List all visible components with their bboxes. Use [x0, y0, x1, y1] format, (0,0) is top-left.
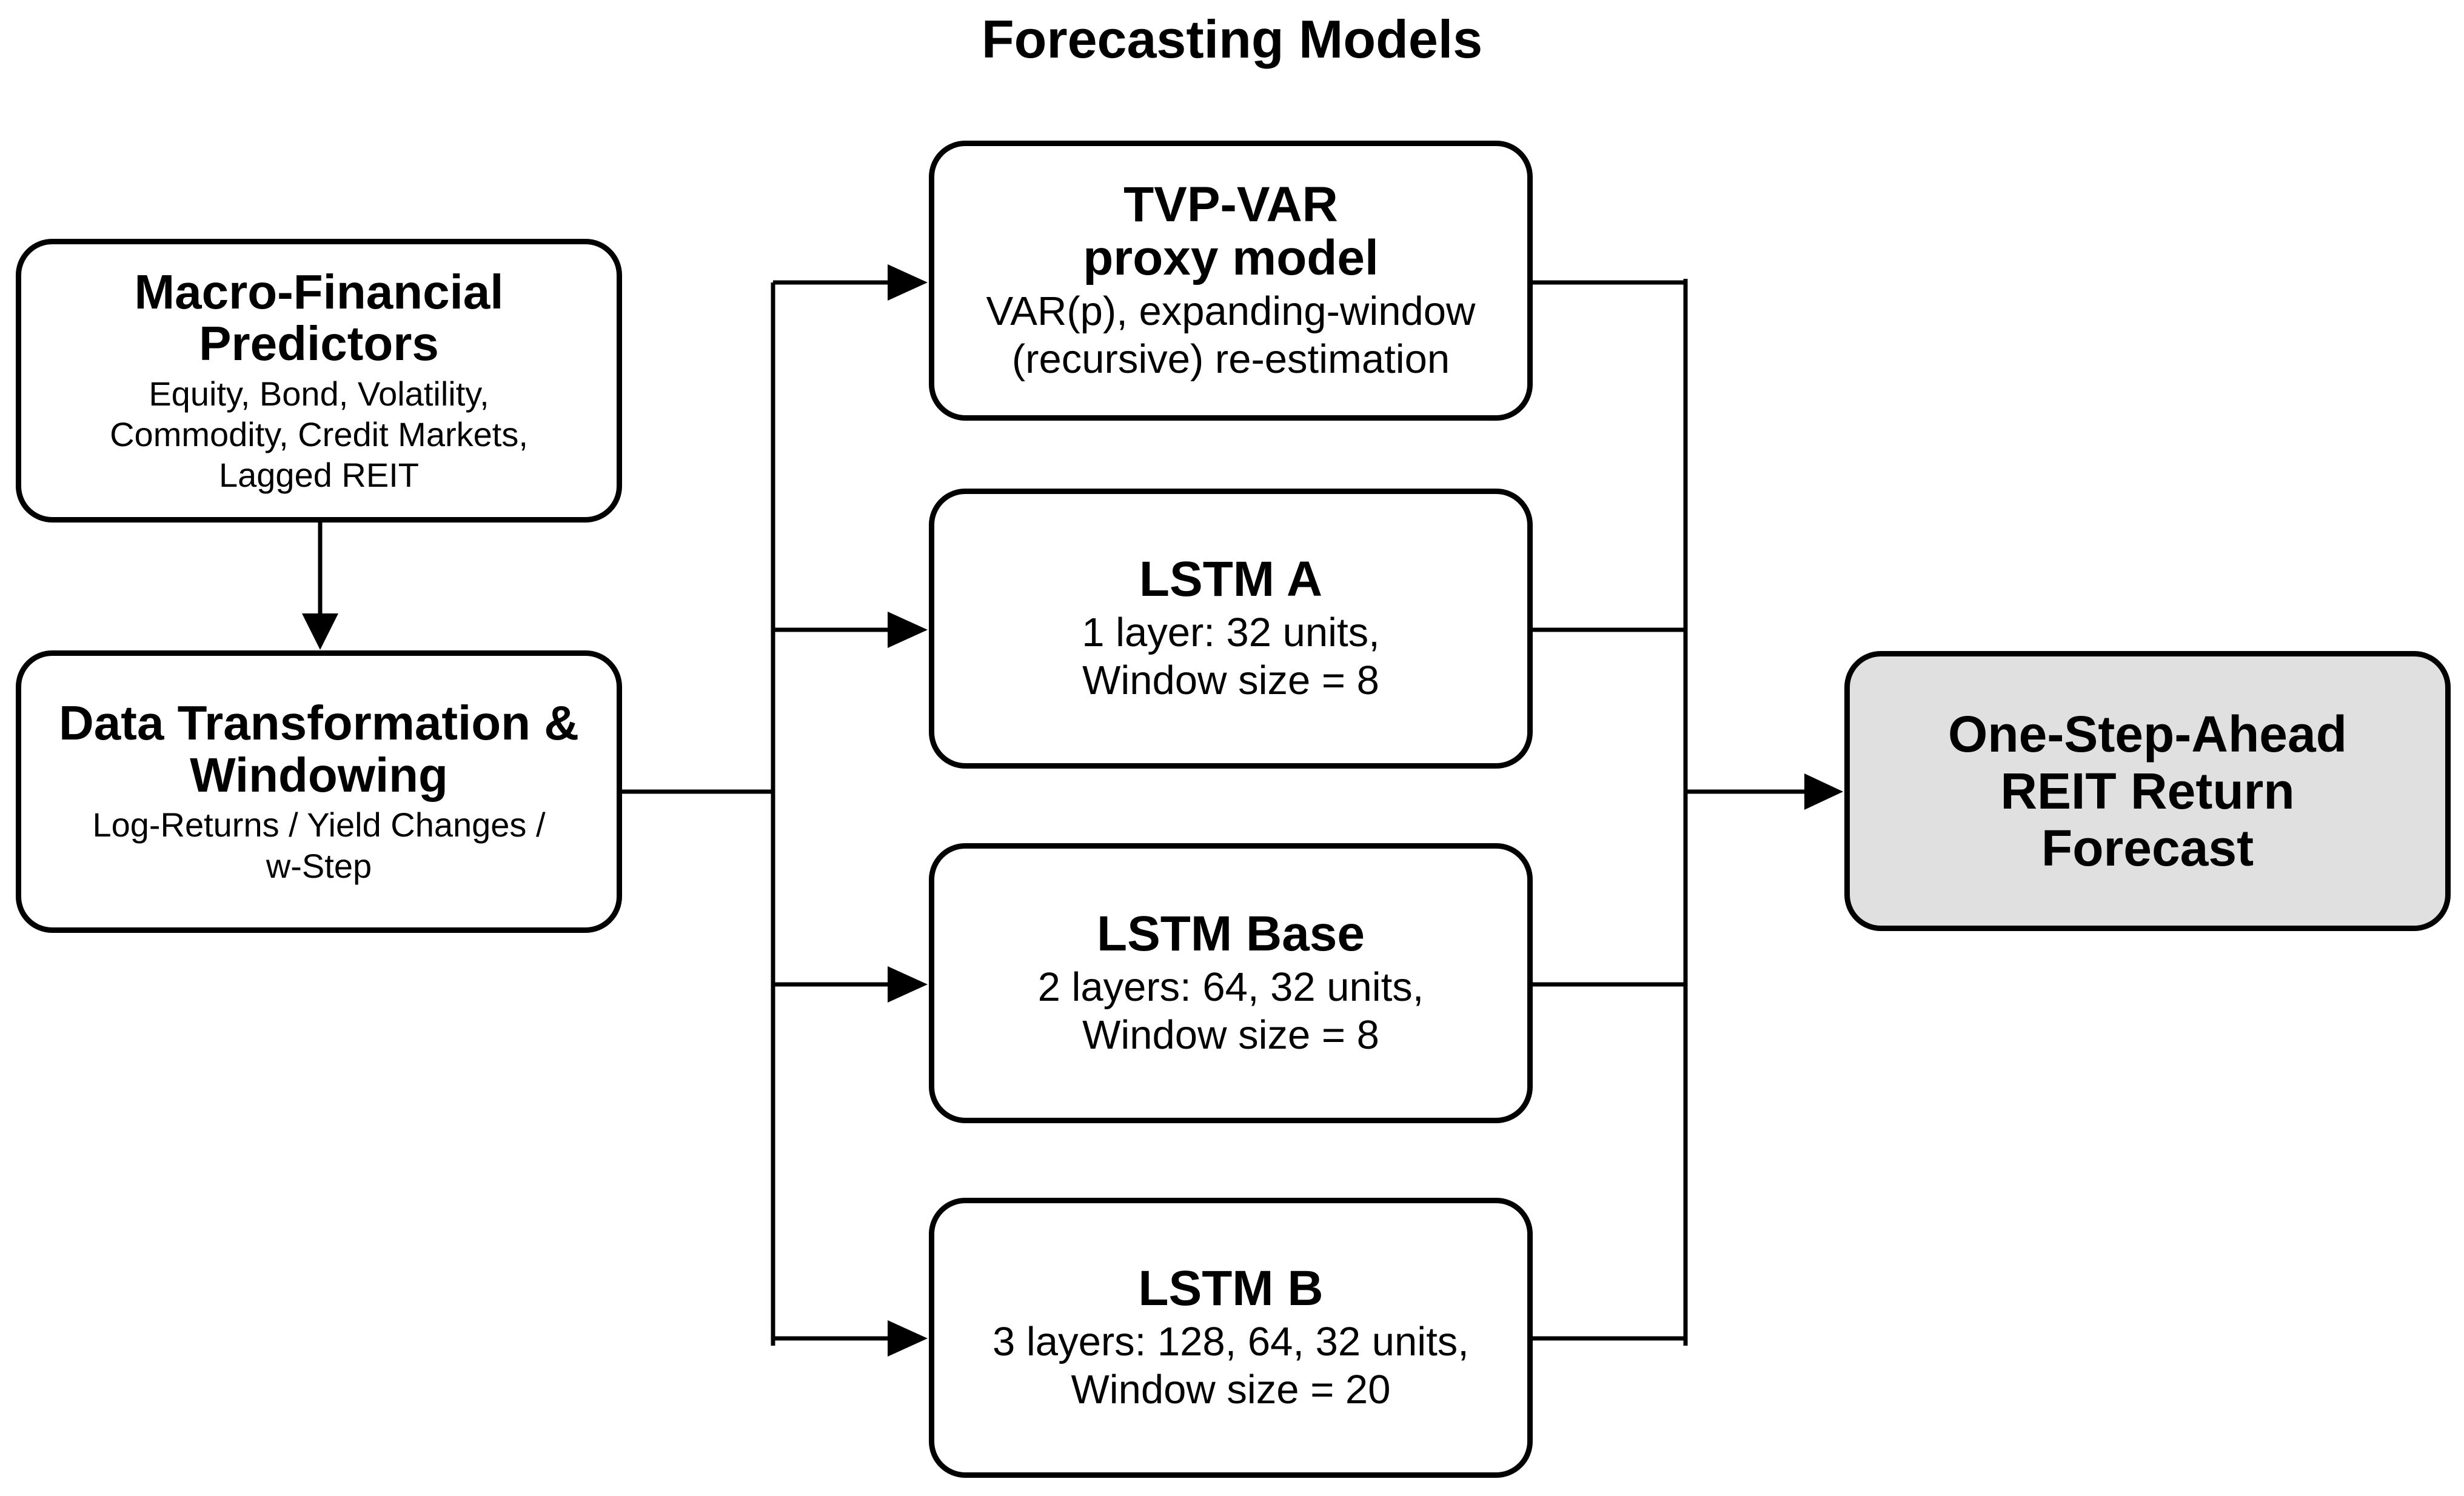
- arrowhead-output: [1804, 773, 1843, 810]
- lstm-base-title: LSTM Base: [1097, 906, 1365, 961]
- arrowhead-tvpvar: [888, 264, 928, 301]
- lstm-a-title: LSTM A: [1139, 551, 1323, 607]
- model-box-tvpvar: TVP-VAR proxy model VAR(p), expanding-wi…: [929, 141, 1533, 421]
- lstm-b-title: LSTM B: [1138, 1260, 1324, 1316]
- arrowhead-lstm-base: [888, 966, 928, 1003]
- diagram-title: Forecasting Models: [981, 9, 1483, 69]
- arrowhead-lstm-a: [888, 612, 928, 648]
- lstm-b-subtitle: 3 layers: 128, 64, 32 units, Window size…: [993, 1319, 1469, 1412]
- output-title: One-Step-Ahead REIT Return Forecast: [1947, 705, 2348, 877]
- transformation-box: Data Transformation & Windowing Log-Retu…: [16, 650, 622, 933]
- predictors-box: Macro-Financial Predictors Equity, Bond,…: [16, 239, 622, 523]
- predictors-subtitle: Equity, Bond, Volatility, Commodity, Cre…: [110, 374, 528, 495]
- arrowhead-transformation: [302, 613, 338, 650]
- tvpvar-subtitle: VAR(p), expanding-window (recursive) re-…: [986, 289, 1476, 382]
- predictors-title: Macro-Financial Predictors: [134, 264, 504, 371]
- model-box-lstm-base: LSTM Base 2 layers: 64, 32 units, Window…: [929, 843, 1533, 1123]
- model-box-lstm-b: LSTM B 3 layers: 128, 64, 32 units, Wind…: [929, 1198, 1533, 1478]
- model-box-lstm-a: LSTM A 1 layer: 32 units, Window size = …: [929, 489, 1533, 769]
- arrowhead-lstm-b: [888, 1320, 928, 1357]
- output-box: One-Step-Ahead REIT Return Forecast: [1844, 651, 2451, 931]
- lstm-base-subtitle: 2 layers: 64, 32 units, Window size = 8: [1037, 964, 1424, 1058]
- lstm-a-subtitle: 1 layer: 32 units, Window size = 8: [1082, 610, 1380, 703]
- transformation-title: Data Transformation & Windowing: [59, 696, 579, 802]
- transformation-subtitle: Log-Returns / Yield Changes / w-Step: [92, 806, 546, 885]
- tvpvar-title: TVP-VAR proxy model: [1083, 176, 1379, 286]
